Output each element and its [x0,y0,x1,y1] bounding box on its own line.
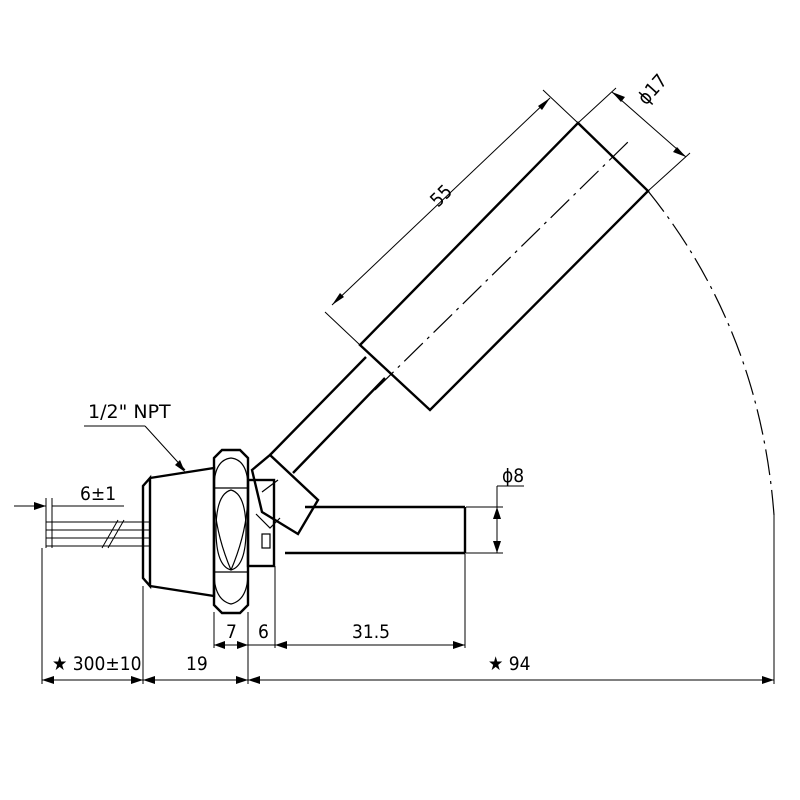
elbow-housing [246,453,320,568]
dim-stem-diameter-label: ϕ8 [502,465,524,487]
dim-body-length-label: 19 [186,653,208,675]
float-body [358,121,650,412]
float-centerline [374,139,631,391]
dim-lead-strip-label: 6±1 [80,483,116,505]
swing-arc [647,190,775,516]
dim-row-upper: 7 6 31.5 [214,621,465,649]
dim-overall-length-label: ★ 94 [488,653,531,675]
dim-float-length: 55 [324,89,579,346]
dim-float-diameter: ϕ17 [577,70,691,192]
dim-row-lower: ★ 300±10 19 ★ 94 [42,653,774,684]
dim-stem-diameter: ϕ8 [466,465,524,554]
dim-lead-strip: 6±1 [14,483,124,520]
dim-stem-length-label: 31.5 [352,621,390,643]
dim-gap-label: 6 [258,621,269,643]
dim-lead-length-label: ★ 300±10 [52,653,141,675]
dim-float-length-label: 55 [426,181,457,212]
hex-nut [212,448,250,615]
threaded-body [141,466,216,598]
thread-label: 1/2" NPT [88,401,171,423]
horizontal-stem [285,505,467,555]
lead-wires [45,519,150,549]
angled-stem [269,356,386,474]
thread-leader: 1/2" NPT [84,401,186,472]
dim-float-diameter-label: ϕ17 [633,70,671,109]
extension-lines [41,515,775,684]
dim-nut-width-label: 7 [226,621,237,643]
